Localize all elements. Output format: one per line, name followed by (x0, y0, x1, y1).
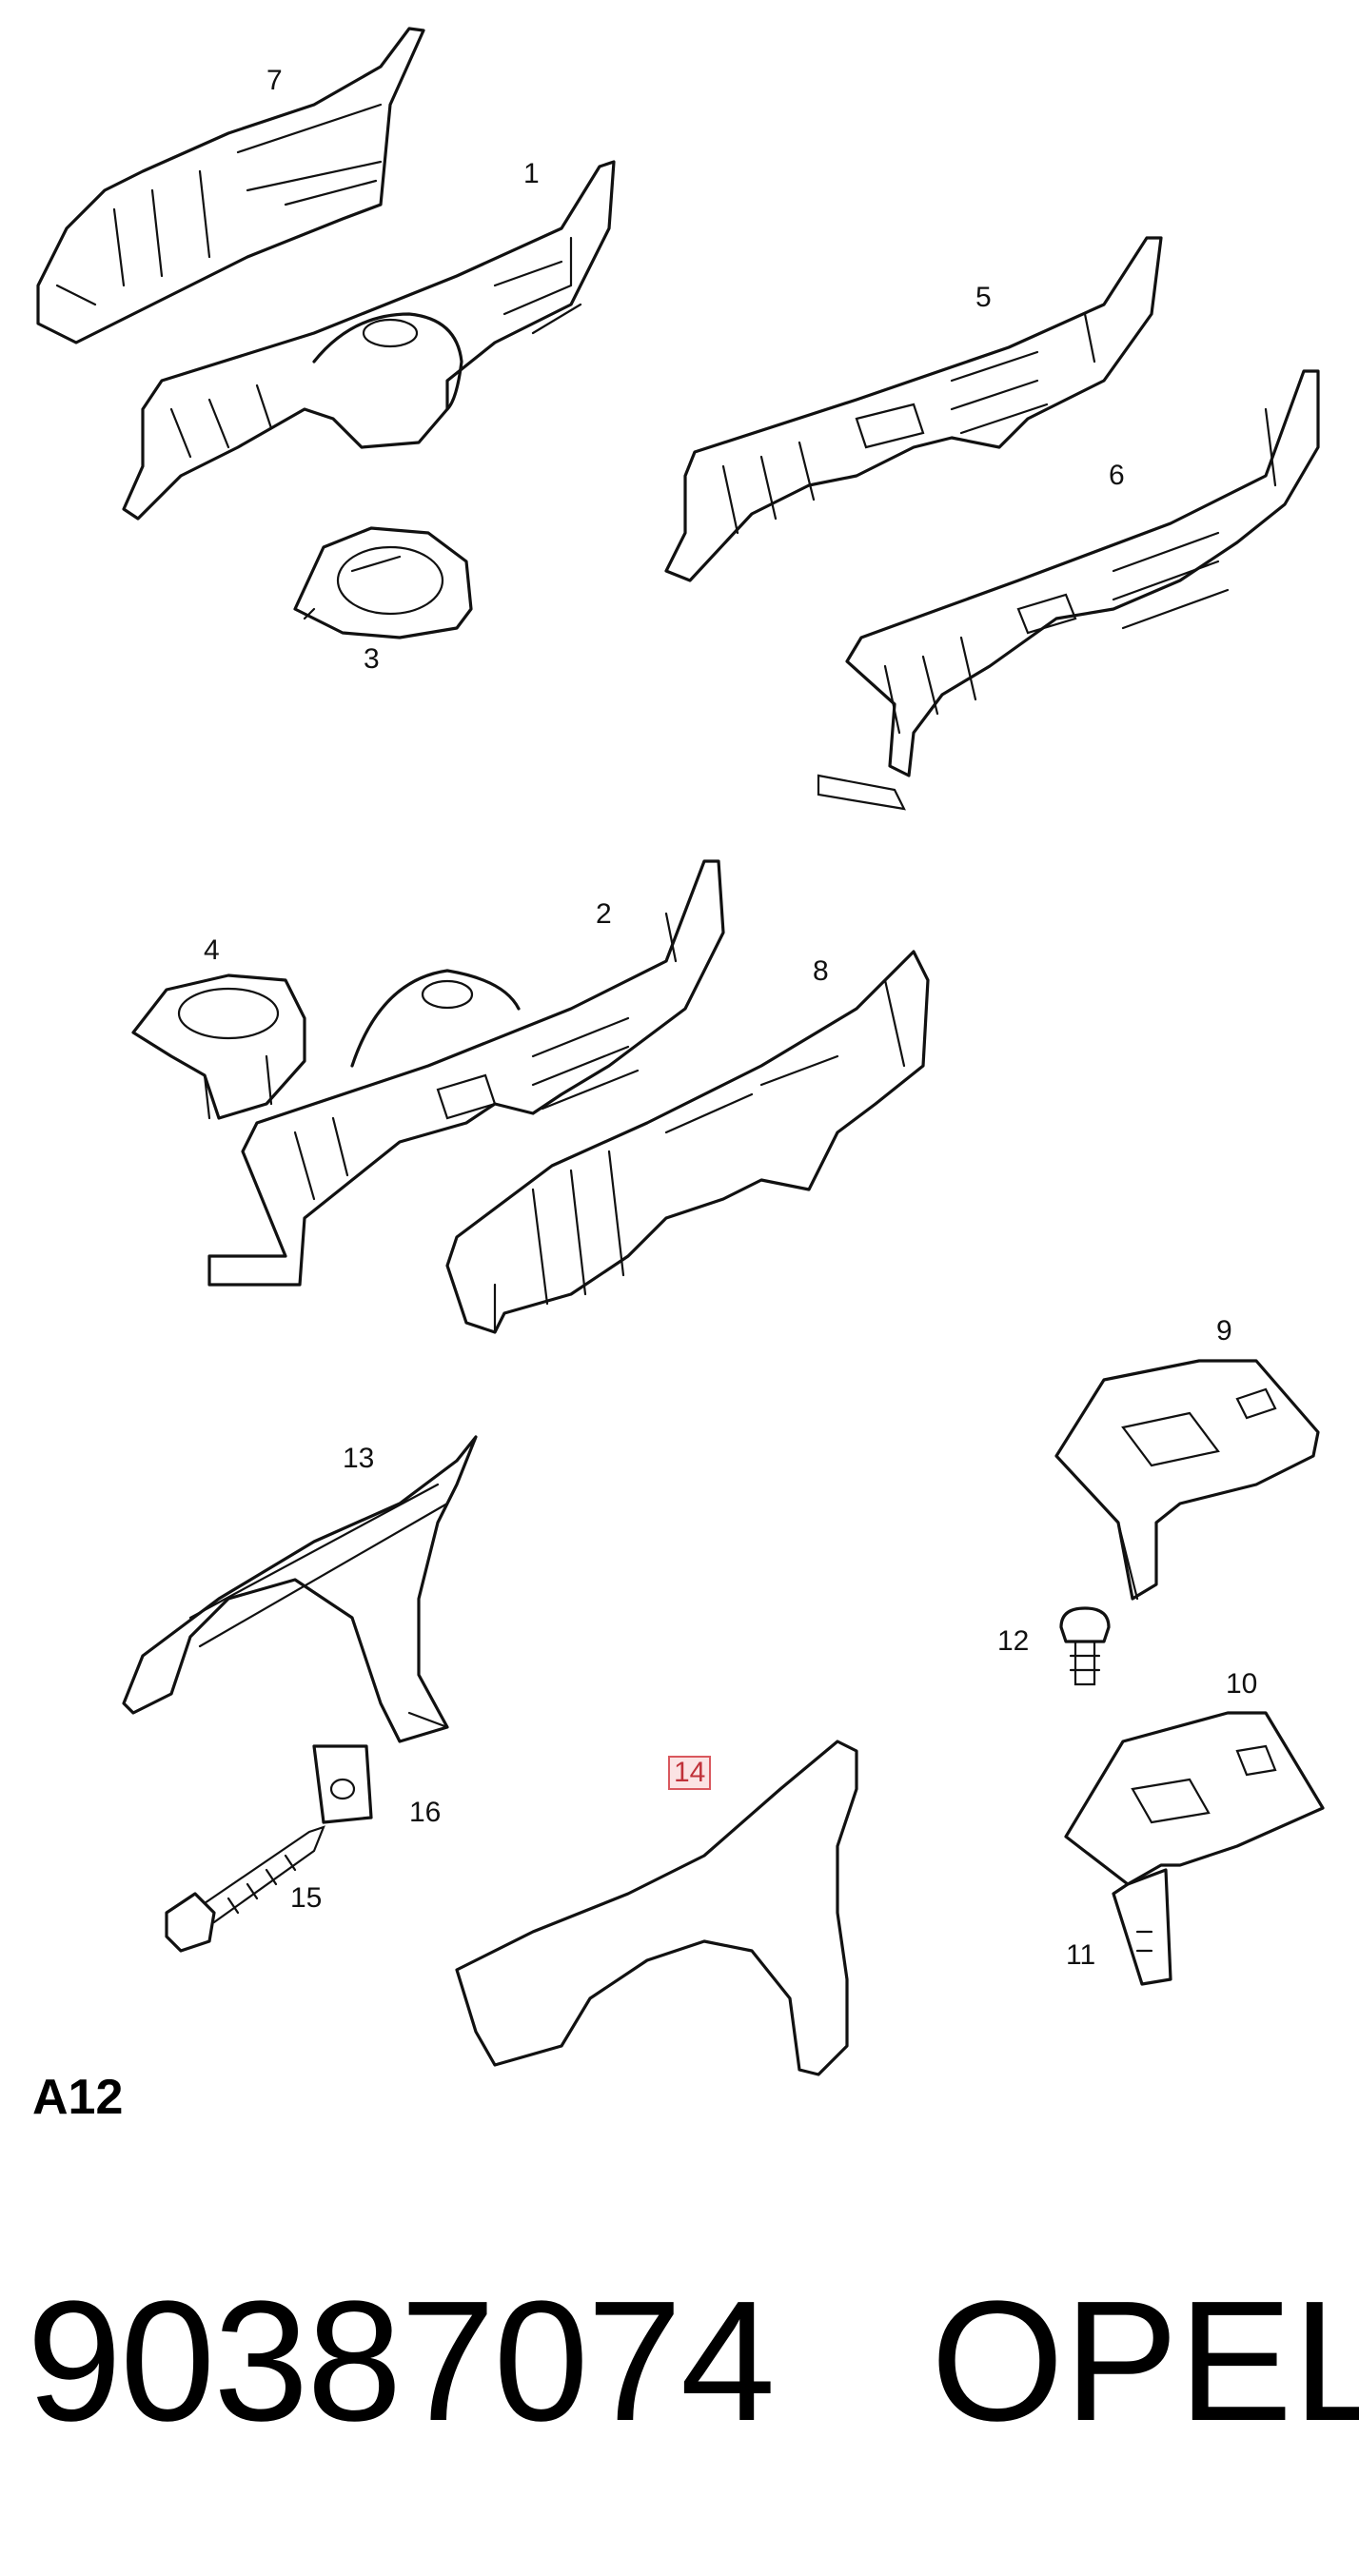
callout-7: 7 (266, 65, 283, 96)
callout-10: 10 (1226, 1668, 1258, 1700)
callout-12: 12 (997, 1625, 1030, 1657)
part-9-bracket[interactable] (1054, 1359, 1320, 1601)
callout-11: 11 (1066, 1939, 1096, 1971)
callout-13: 13 (343, 1443, 375, 1474)
part-3-strut-mount[interactable] (293, 526, 473, 639)
part-1-wheelhouse-panel[interactable] (122, 160, 616, 521)
part-16-clip-nut[interactable] (312, 1744, 373, 1824)
part-13-fender-liner[interactable] (122, 1435, 478, 1743)
callout-16: 16 (409, 1797, 442, 1828)
part-14-front-fender[interactable] (455, 1740, 858, 2076)
part-11-bracket-stand[interactable] (1112, 1868, 1172, 1986)
part-7-front-rail[interactable] (36, 27, 425, 344)
callout-14-highlighted[interactable]: 14 (668, 1756, 712, 1790)
callout-5: 5 (975, 282, 992, 313)
part-8-rail[interactable] (445, 950, 930, 1334)
part-4-strut-tower[interactable] (131, 973, 306, 1120)
callout-3: 3 (364, 643, 380, 675)
callout-1: 1 (523, 158, 540, 189)
parts-diagram (36, 27, 1325, 2076)
diagram-code: A12 (32, 2070, 124, 2125)
callout-15: 15 (290, 1882, 323, 1914)
part-15-screw[interactable] (165, 1825, 325, 1953)
callout-9: 9 (1216, 1315, 1232, 1347)
callout-2: 2 (596, 898, 612, 930)
callout-4: 4 (204, 934, 220, 966)
callout-6: 6 (1109, 460, 1125, 491)
callout-8: 8 (813, 955, 829, 987)
part-2-wheelhouse-assembly[interactable] (207, 859, 725, 1287)
part-10-bracket[interactable] (1064, 1711, 1325, 1886)
part-12-bolt[interactable] (1059, 1606, 1111, 1686)
brand-name: OPEL (931, 2266, 1359, 2457)
part-5-wheelhouse-panel[interactable] (664, 236, 1163, 582)
part-6-wheelhouse-panel[interactable] (817, 369, 1320, 811)
part-number: 90387074 (27, 2266, 776, 2457)
